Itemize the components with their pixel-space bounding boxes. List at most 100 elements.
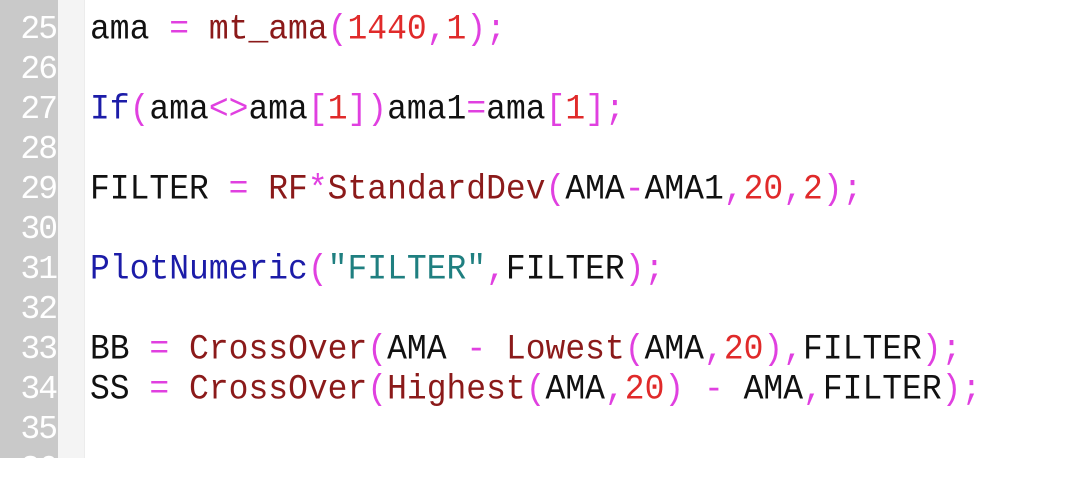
code-token: ( bbox=[367, 329, 388, 370]
code-token: AMA1 bbox=[644, 169, 724, 210]
line-number: 35 bbox=[20, 411, 58, 448]
code-token: FILTER bbox=[822, 369, 942, 410]
code-token: ama1 bbox=[387, 89, 467, 130]
code-token bbox=[684, 369, 704, 409]
code-line[interactable]: 25 ama = mt_ama(1440,1); bbox=[0, 8, 1088, 51]
code-token: "FILTER" bbox=[327, 249, 487, 290]
code-line[interactable]: 34 SS = CrossOver(Highest(AMA,20) - AMA,F… bbox=[0, 368, 1088, 411]
code-token: - bbox=[624, 169, 645, 210]
line-number: 32 bbox=[20, 291, 58, 328]
code-token: CrossOver bbox=[189, 369, 368, 410]
code-token: BB bbox=[90, 329, 150, 370]
code-token: = bbox=[149, 369, 170, 410]
line-number: 34 bbox=[20, 371, 58, 408]
code-token: = bbox=[169, 9, 190, 50]
code-token: Lowest bbox=[505, 329, 625, 370]
code-token: ( bbox=[525, 369, 546, 410]
code-token: ); bbox=[466, 9, 506, 50]
code-token bbox=[169, 329, 189, 369]
code-token: ( bbox=[327, 9, 348, 50]
line-number: 31 bbox=[20, 251, 58, 288]
code-token bbox=[486, 329, 506, 369]
code-token: 20 bbox=[624, 369, 665, 410]
code-token: AMA bbox=[387, 329, 467, 370]
code-token: ); bbox=[941, 369, 982, 410]
code-text[interactable]: If(ama<>ama[1])ama1=ama[1]; bbox=[90, 88, 625, 131]
code-token: StandardDev bbox=[327, 169, 546, 210]
line-number: 24 bbox=[0, 0, 58, 10]
line-number: 36 bbox=[20, 451, 58, 488]
code-token bbox=[189, 9, 209, 49]
code-line[interactable]: 36 bbox=[0, 450, 1088, 490]
code-token: = bbox=[228, 169, 249, 210]
code-token: ]; bbox=[585, 89, 625, 130]
code-line[interactable]: 26 bbox=[0, 50, 1088, 90]
code-token: , bbox=[486, 249, 506, 290]
code-token: ama bbox=[486, 89, 546, 130]
code-token: ama bbox=[149, 89, 209, 130]
code-token: mt_ama bbox=[208, 9, 328, 50]
code-token: ( bbox=[307, 249, 328, 290]
code-token: 1 bbox=[327, 89, 348, 130]
code-token: FILTER bbox=[505, 249, 625, 290]
code-token: ( bbox=[624, 329, 645, 370]
code-text[interactable]: ama = mt_ama(1440,1); bbox=[90, 8, 506, 51]
code-text[interactable]: FILTER = RF*StandardDev(AMA-AMA1,20,2); bbox=[90, 168, 862, 211]
code-text[interactable]: PlotNumeric("FILTER",FILTER); bbox=[90, 248, 664, 291]
code-token: 1440 bbox=[347, 9, 427, 50]
code-token: ( bbox=[367, 369, 388, 410]
code-token: AMA bbox=[644, 329, 704, 370]
line-number-gutter bbox=[0, 0, 58, 458]
line-number: 27 bbox=[20, 91, 58, 128]
code-token: SS bbox=[90, 369, 150, 410]
code-line[interactable]: 35 bbox=[0, 410, 1088, 450]
fold-margin bbox=[58, 0, 85, 458]
code-token: AMA bbox=[565, 169, 625, 210]
code-token: <> bbox=[208, 89, 249, 130]
code-token: , bbox=[426, 9, 447, 50]
code-token: ); bbox=[921, 329, 962, 370]
code-token: 20 bbox=[743, 169, 784, 210]
code-token: , bbox=[704, 329, 724, 370]
code-token: - bbox=[704, 369, 724, 410]
line-number: 28 bbox=[20, 131, 58, 168]
code-token: ); bbox=[624, 249, 665, 290]
code-line[interactable]: 24 bbox=[0, 0, 1088, 10]
code-token: , bbox=[783, 169, 804, 210]
code-token: 1 bbox=[446, 9, 467, 50]
code-token: , bbox=[803, 369, 823, 410]
code-token: PlotNumeric bbox=[90, 249, 308, 290]
code-token: = bbox=[149, 329, 170, 370]
code-token: FILTER bbox=[803, 329, 922, 370]
code-token: ); bbox=[822, 169, 863, 210]
code-token: * bbox=[307, 169, 328, 210]
code-token bbox=[248, 169, 268, 209]
code-token: RF bbox=[268, 169, 308, 210]
code-line[interactable]: 31 PlotNumeric("FILTER",FILTER); bbox=[0, 248, 1088, 291]
code-line[interactable]: 28 bbox=[0, 130, 1088, 170]
code-token: [ bbox=[545, 89, 566, 130]
code-token: - bbox=[466, 329, 487, 370]
code-line[interactable]: 32 bbox=[0, 290, 1088, 330]
code-token: FILTER bbox=[90, 169, 229, 210]
line-number: 25 bbox=[20, 11, 58, 48]
code-token: 1 bbox=[565, 89, 586, 130]
code-token: ama bbox=[248, 89, 308, 130]
code-token: If bbox=[90, 89, 130, 130]
code-token: = bbox=[466, 89, 487, 130]
code-text[interactable]: BB = CrossOver(AMA - Lowest(AMA,20),FILT… bbox=[90, 328, 961, 371]
code-token: Highest bbox=[387, 369, 526, 410]
line-number: 26 bbox=[20, 51, 58, 88]
code-token bbox=[169, 369, 189, 409]
code-token: ( bbox=[545, 169, 566, 210]
code-token: ( bbox=[129, 89, 150, 130]
code-token: CrossOver bbox=[189, 329, 368, 370]
line-number: 30 bbox=[20, 211, 58, 248]
code-token: ), bbox=[763, 329, 804, 370]
code-line[interactable]: 30 bbox=[0, 210, 1088, 250]
code-token: , bbox=[604, 369, 625, 410]
code-text[interactable]: SS = CrossOver(Highest(AMA,20) - AMA,FIL… bbox=[90, 368, 981, 411]
